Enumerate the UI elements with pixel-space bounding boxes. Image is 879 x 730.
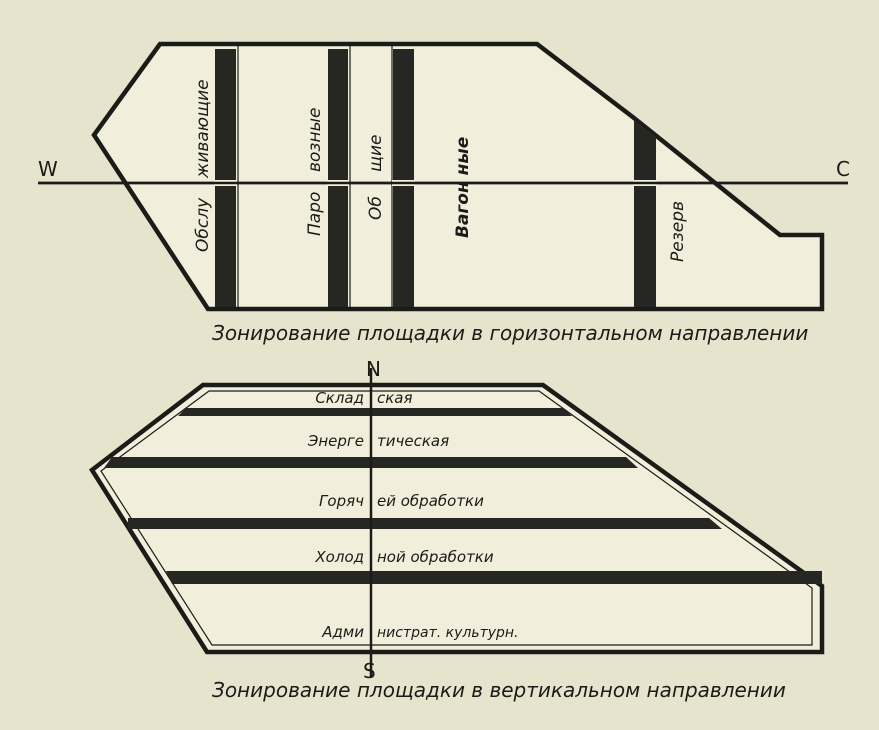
bottom-band-1 <box>178 408 572 416</box>
axis-label-c: C <box>836 157 850 181</box>
label-rezerv: Резерв <box>668 201 688 262</box>
top-band-reserve <box>634 120 656 307</box>
horizontal-zoning-diagram: W C живающие Обслу возные Паро щие Об Ва… <box>38 41 850 345</box>
label-obsh-lower: Об <box>366 196 386 220</box>
top-band-1 <box>215 49 236 307</box>
label-paro-upper: возные <box>305 108 325 172</box>
caption-horizontal: Зонирование площадки в горизонтальном на… <box>212 321 808 345</box>
vertical-zoning-diagram: N S Склад ская Энерге тическая Горяч ей … <box>88 357 825 702</box>
top-band-2 <box>328 49 348 307</box>
label-obsh-upper: щие <box>366 134 386 172</box>
label-paro-lower: Паро <box>305 192 325 236</box>
bottom-band-3 <box>128 518 722 529</box>
top-zone-dividers <box>237 44 393 309</box>
axis-label-s: S <box>363 659 376 683</box>
zone-1-left: Склад <box>315 389 364 407</box>
label-vagon: Вагон ные <box>453 137 473 238</box>
zone-3-left: Горяч <box>319 492 364 510</box>
top-band-3 <box>393 49 414 307</box>
axis-label-n: N <box>366 357 381 381</box>
zone-5-right: нистрат. культурн. <box>377 625 519 641</box>
zone-4-left: Холод <box>314 548 364 566</box>
zone-4-right: ной обработки <box>377 548 494 566</box>
axis-label-w: W <box>38 157 58 181</box>
zone-5-left: Адми <box>321 623 364 641</box>
bottom-site-inner-outline <box>100 390 813 646</box>
label-obsl-upper: живающие <box>193 79 213 179</box>
bottom-band-4 <box>166 571 822 584</box>
zone-3-right: ей обработки <box>377 492 484 510</box>
zone-2-left: Энерге <box>307 432 364 450</box>
zone-2-right: тическая <box>377 432 449 450</box>
zone-1-right: ская <box>377 389 413 407</box>
label-obsl-lower: Обслу <box>193 197 213 252</box>
caption-vertical: Зонирование площадки в вертикальном напр… <box>212 678 786 702</box>
